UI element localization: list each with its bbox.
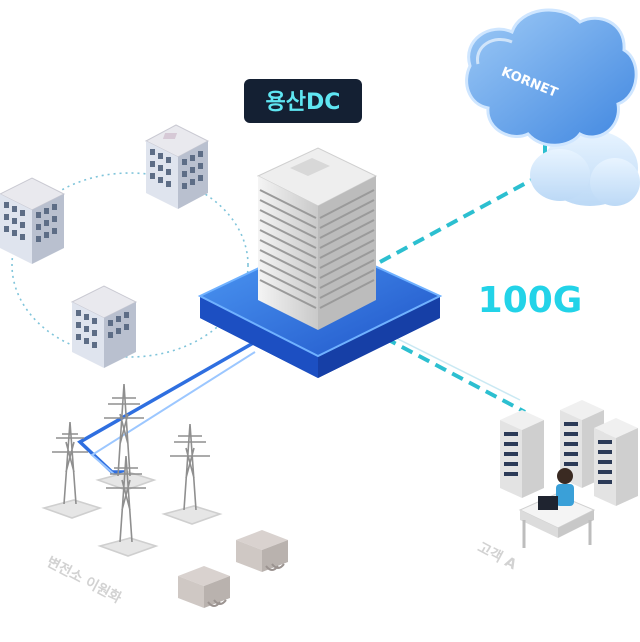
office-building-left (0, 177, 66, 264)
customer-operator (518, 468, 596, 548)
substation-label: 변전소 이원화 (44, 553, 125, 607)
customer-label: 고객 A (475, 539, 520, 574)
customer-link-line (384, 336, 526, 414)
dc-label-badge: 용산DC (244, 79, 362, 123)
dc-tower (256, 147, 378, 330)
transformers (178, 530, 288, 608)
power-line-secondary (90, 351, 256, 476)
transmission-towers (41, 383, 223, 557)
office-building-top (144, 124, 210, 209)
bandwidth-label: 100G (478, 280, 583, 321)
cloud-link-line (379, 168, 551, 264)
office-building-bottom (70, 285, 138, 368)
dc-label: 용산DC (266, 90, 341, 115)
kornet-cloud (465, 8, 640, 206)
office-network-ring (11, 172, 249, 358)
